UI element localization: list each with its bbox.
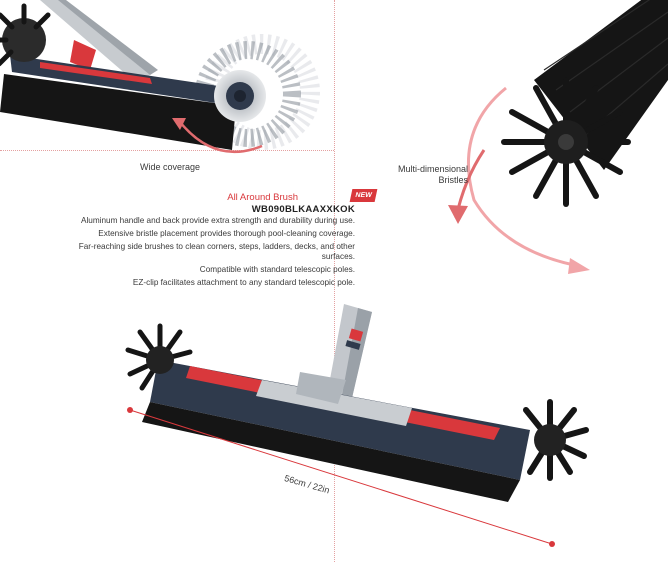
feature-item: Compatible with standard telescopic pole… bbox=[199, 265, 355, 274]
bristle-row bbox=[142, 402, 520, 502]
bristles-closeup-illustration bbox=[448, 0, 668, 274]
new-badge: NEW bbox=[349, 189, 378, 202]
wide-coverage-illustration bbox=[0, 0, 320, 154]
product-name: All Around Brush bbox=[227, 192, 298, 203]
feature-item: Far-reaching side brushes to clean corne… bbox=[78, 242, 355, 261]
wide-coverage-caption: Wide coverage bbox=[140, 162, 201, 172]
feature-item: Extensive bristle placement provides tho… bbox=[98, 229, 355, 238]
brush-product-illustration bbox=[125, 304, 589, 547]
feature-item: EZ-clip facilitates attachment to any st… bbox=[132, 278, 355, 287]
horizontal-dotted-divider bbox=[0, 150, 334, 151]
feature-item: Aluminum handle and back provide extra s… bbox=[81, 216, 355, 225]
vertical-dotted-divider bbox=[334, 0, 335, 562]
multi-dimensional-caption: Multi-dimensional Bristles bbox=[397, 164, 468, 185]
bristle-row bbox=[0, 74, 236, 150]
feature-list: Aluminum handle and back provide extra s… bbox=[55, 216, 355, 291]
product-sku: WB090BLKAAXXKOK bbox=[251, 204, 355, 215]
